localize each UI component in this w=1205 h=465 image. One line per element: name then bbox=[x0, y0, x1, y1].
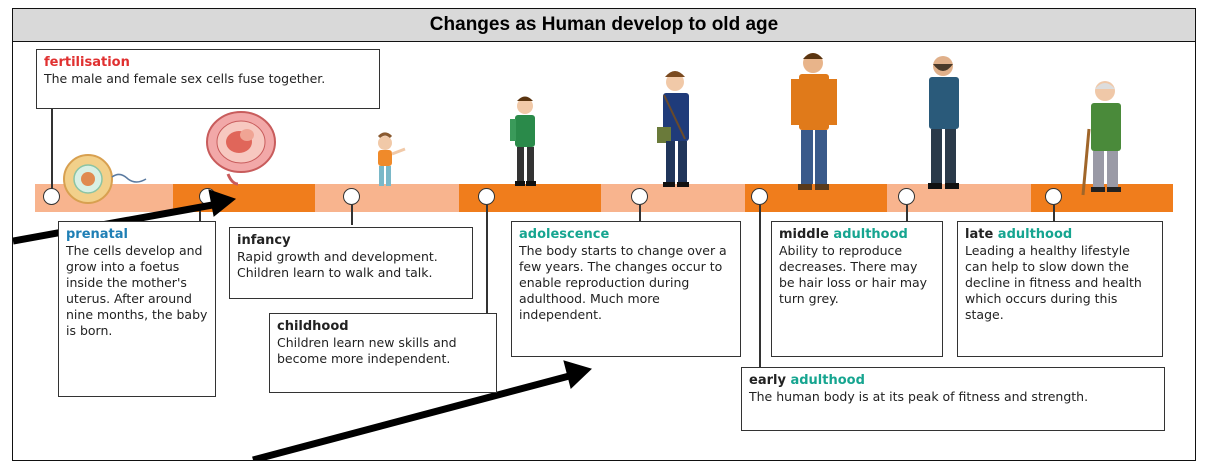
foetus-illustration bbox=[206, 111, 276, 186]
text-infancy: Rapid growth and development. Children l… bbox=[237, 249, 438, 280]
text-childhood: Children learn new skills and become mor… bbox=[277, 335, 457, 366]
heading-fertilisation: fertilisation bbox=[44, 55, 130, 70]
child-illustration bbox=[510, 96, 536, 186]
text-prenatal: The cells develop and grow into a foetus… bbox=[66, 243, 208, 338]
timeline-node-8 bbox=[1045, 188, 1062, 205]
timeline-node-6 bbox=[751, 188, 768, 205]
heading-early-prefix: early bbox=[749, 373, 786, 388]
heading-middle-suffix: adulthood bbox=[833, 227, 908, 242]
text-early-adulthood: The human body is at its peak of fitness… bbox=[749, 389, 1089, 404]
box-fertilisation: fertilisation The male and female sex ce… bbox=[36, 49, 380, 109]
heading-prenatal: prenatal bbox=[66, 227, 129, 242]
text-late-adulthood: Leading a healthy lifestyle can help to … bbox=[965, 243, 1142, 322]
diagram-frame: Changes as Human develop to old age bbox=[12, 8, 1196, 461]
connector-infancy bbox=[199, 205, 201, 229]
timeline-segment-childhood bbox=[315, 184, 459, 212]
timeline-node-1 bbox=[43, 188, 60, 205]
box-early-adulthood: early adulthood The human body is at its… bbox=[741, 367, 1165, 431]
connector-early-adulthood bbox=[759, 205, 761, 367]
heading-childhood: childhood bbox=[277, 319, 349, 334]
connector-adolescence bbox=[639, 205, 641, 221]
connector-childhood-a bbox=[351, 205, 353, 225]
connector-fertilisation bbox=[51, 83, 53, 189]
timeline-segment-adolescence-2 bbox=[601, 184, 745, 212]
box-prenatal: prenatal The cells develop and grow into… bbox=[58, 221, 216, 397]
timeline-node-5 bbox=[631, 188, 648, 205]
young-adult-illustration bbox=[791, 53, 837, 190]
egg-cell-illustration bbox=[63, 154, 147, 204]
connector-middle-adulthood bbox=[906, 205, 908, 221]
connector-late-adulthood bbox=[1053, 205, 1055, 221]
timeline-node-3 bbox=[343, 188, 360, 205]
arrow-to-adolescence bbox=[252, 360, 592, 460]
box-late-adulthood: late adulthood Leading a healthy lifesty… bbox=[957, 221, 1163, 357]
timeline-node-7 bbox=[898, 188, 915, 205]
middle-aged-illustration bbox=[928, 56, 959, 189]
toddler-illustration bbox=[377, 132, 406, 186]
box-adolescence: adolescence The body starts to change ov… bbox=[511, 221, 741, 357]
connector-childhood bbox=[486, 205, 488, 313]
elderly-illustration bbox=[1081, 81, 1121, 196]
box-middle-adulthood: middle adulthood Ability to reproduce de… bbox=[771, 221, 943, 357]
heading-late-suffix: adulthood bbox=[997, 227, 1073, 242]
heading-late-prefix: late bbox=[965, 227, 994, 242]
text-fertilisation: The male and female sex cells fuse toget… bbox=[44, 71, 326, 86]
heading-adolescence: adolescence bbox=[519, 227, 610, 242]
adolescent-illustration bbox=[657, 71, 689, 187]
text-adolescence: The body starts to change over a few yea… bbox=[519, 243, 727, 322]
diagram-title: Changes as Human develop to old age bbox=[13, 9, 1195, 42]
heading-middle-prefix: middle bbox=[779, 227, 829, 242]
heading-infancy: infancy bbox=[237, 233, 291, 248]
heading-early-suffix: adulthood bbox=[790, 373, 865, 388]
box-childhood: childhood Children learn new skills and … bbox=[269, 313, 497, 393]
illustrations bbox=[13, 53, 1121, 460]
box-infancy: infancy Rapid growth and development. Ch… bbox=[229, 227, 473, 299]
timeline-node-4 bbox=[478, 188, 495, 205]
text-middle-adulthood: Ability to reproduce decreases. There ma… bbox=[779, 243, 928, 306]
